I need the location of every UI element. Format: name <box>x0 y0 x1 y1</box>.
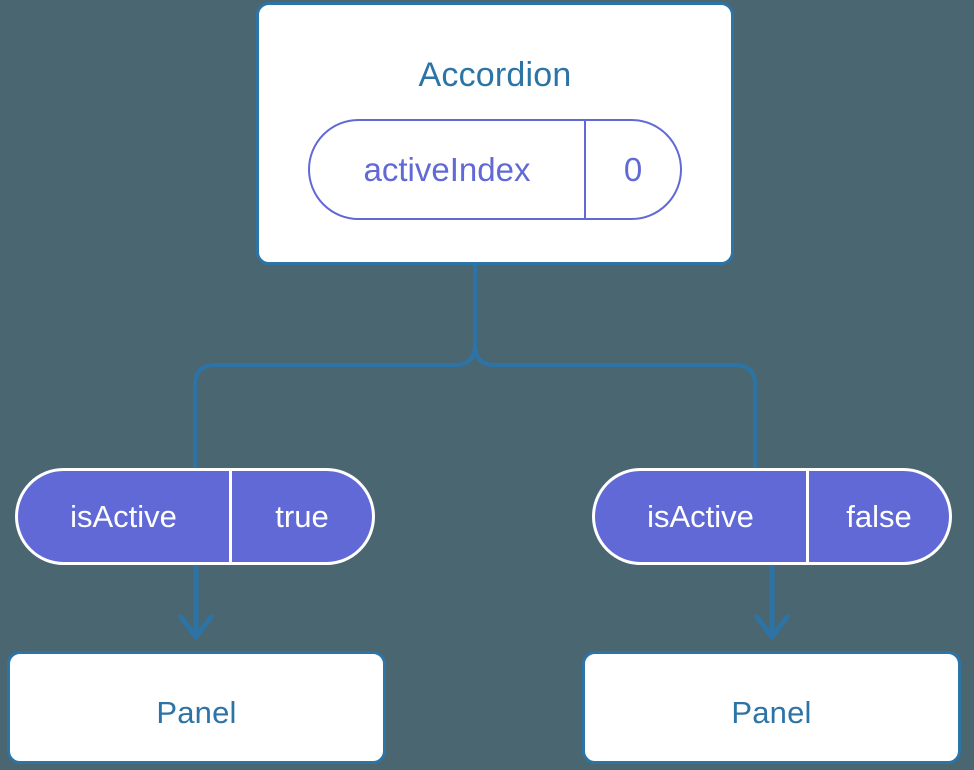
prop-pill-right[interactable]: isActive false <box>592 468 952 565</box>
prop-value-right: false <box>846 498 912 534</box>
arrow-right-prop-to-panel <box>754 563 790 640</box>
prop-key-right: isActive <box>595 471 809 562</box>
prop-value-left: true <box>275 498 329 534</box>
accordion-title: Accordion <box>418 56 572 94</box>
prop-pill-left[interactable]: isActive true <box>15 468 375 565</box>
accordion-state-value: 0 <box>623 150 643 188</box>
panel-node-left[interactable]: Panel <box>7 651 386 764</box>
prop-key-left: isActive <box>18 471 232 562</box>
accordion-state-pill[interactable]: activeIndex 0 <box>308 119 682 220</box>
accordion-state-key: activeIndex <box>310 121 586 218</box>
panel-title-right: Panel <box>731 695 812 730</box>
panel-title-left: Panel <box>156 695 237 730</box>
panel-node-right[interactable]: Panel <box>582 651 961 764</box>
tree-branch-connector <box>193 264 757 472</box>
arrow-left-prop-to-panel <box>178 563 214 640</box>
